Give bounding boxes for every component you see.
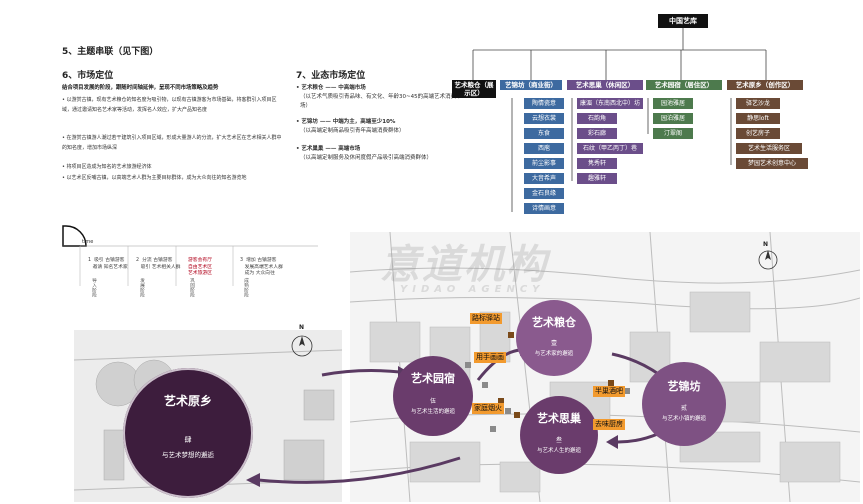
zone-liangcang: 艺术粮仓 壹 与艺术家的邂逅 <box>516 300 592 376</box>
leaf-sichao-1: 康湄（东南西北中）坊 <box>577 98 643 109</box>
timeline-label-3: 巩固阶段 <box>189 278 194 298</box>
timeline-axis <box>62 225 318 286</box>
leaf-jinfang-5: 前尘影事 <box>524 158 564 169</box>
leaf-jinfang-2: 云想衣裳 <box>524 113 564 124</box>
tree-root: 中国艺库 <box>658 14 708 28</box>
zone-yuanxiang-num: 肆 <box>184 436 192 444</box>
map-tag-4: 半巢酒吧 <box>593 386 625 397</box>
watermark: 意道机构 YIDAO AGENCY <box>320 232 548 295</box>
timeline-label-4: 成熟阶段 <box>243 278 248 298</box>
leaf-yuansu-3: 汀翠阁 <box>653 128 693 139</box>
map-tag-2: 用手画画 <box>474 352 506 363</box>
timeline-label-1: 导入阶段 <box>91 278 96 298</box>
business-point-2-desc: （以高端定制商品吸引青年高端消费群体） <box>300 128 405 134</box>
theme-heading: 5、主题串联（见下图） <box>62 47 159 57</box>
branch-jinfang: 艺锦坊（商业街） <box>500 80 562 90</box>
zone-liangcang-title: 艺术粮仓 <box>532 316 576 329</box>
zone-jinfang-title: 艺锦坊 <box>667 380 701 393</box>
zone-yuanxiang-title: 艺术原乡 <box>163 394 212 408</box>
branch-liangcang: 艺术粮仓（展示区） <box>452 80 496 98</box>
hierarchy-tree: 中国艺库 艺术粮仓（展示区） 艺锦坊（商业街） 艺术思巢（休闲区） 艺术园宿（居… <box>0 0 863 230</box>
leaf-sichao-4: 石纹（甲乙丙丁）巷 <box>577 143 643 154</box>
branch-yuanxiang: 艺术原乡（创作区） <box>727 80 803 90</box>
leaf-yuanxiang-2: 静思loft <box>736 113 780 124</box>
leaf-jinfang-7: 金石良缘 <box>524 188 564 199</box>
timeline-stage-3: 游客会有厅 自由艺术区 艺术旅游区 <box>188 258 212 276</box>
timeline-stage-1: 1 吸引 古镇游客 邀请 知名艺术家 <box>88 258 128 270</box>
map-tag-1: 路标驿站 <box>470 313 502 324</box>
zone-jinfang: 艺锦坊 贰 与艺术小镇的邂逅 <box>642 362 726 446</box>
business-point-2-title: • 艺锦坊 —— 中端为主，高端至少10% <box>296 119 396 125</box>
zone-liangcang-num: 壹 <box>550 340 557 347</box>
zone-yuanxiang-sub: 与艺术梦想的邂逅 <box>162 451 214 459</box>
map-tag-5: 去味厨房 <box>593 419 625 430</box>
market-point-4: • 以艺术区反哺古镇，以高端艺术人群为主要目标群体，成为大众向往的知名游览地 <box>62 175 247 181</box>
market-heading: 6、市场定位 <box>62 71 114 81</box>
leaf-yuanxiang-3: 创艺房子 <box>736 128 780 139</box>
business-point-2: • 艺锦坊 —— 中端为主，高端至少10% （以高端定制商品吸引青年高端消费群体… <box>296 118 466 136</box>
zone-jinfang-num: 贰 <box>680 405 687 412</box>
branch-yuansu: 艺术园宿（居住区） <box>646 80 722 90</box>
zone-yuansu-num: 伍 <box>429 398 436 405</box>
market-point-1: • 以游赏古镇，现有艺术粮仓的知名度为吸引物，以现有古镇游客为市场基础，将客群引… <box>62 97 277 113</box>
leaf-yuanxiang-4: 艺术生活服务区 <box>736 143 802 154</box>
tree-connectors <box>472 28 767 212</box>
leaf-yuanxiang-1: 驿艺沙龙 <box>736 98 780 109</box>
market-point-2: • 在游赏古镇游人潮过若干建筑引入项目区域，形成大量游人的分流，扩大艺术区在艺术… <box>62 135 282 151</box>
leaf-yuansu-2: 园泊雅居 <box>653 113 693 124</box>
map-tag-3: 家庭烟火 <box>472 403 504 414</box>
business-point-1-desc: （以艺术气质吸引青品味、有文化、年龄30~45的高端艺术消费市场） <box>300 94 462 109</box>
leaf-jinfang-3: 东食 <box>524 128 564 139</box>
market-point-3: • 将项目区造成为知名的艺术旅游经济体 <box>62 164 152 170</box>
zone-jinfang-sub: 与艺术小镇的邂逅 <box>661 416 706 422</box>
leaf-jinfang-8: 诗情画意 <box>524 203 564 214</box>
zone-sichao: 艺术思巢 叁 与艺术人生的邂逅 <box>520 396 598 474</box>
watermark-cn: 意道机构 <box>380 242 548 288</box>
leaf-sichao-3: 彩石廊 <box>577 128 617 139</box>
leaf-jinfang-4: 西庖 <box>524 143 564 154</box>
zone-yuansu-title: 艺术园宿 <box>411 372 455 385</box>
business-point-3: • 艺术巢巢 —— 高端市场 （以高端定制服务及休闲度假产品吸引高端消费群体） <box>296 145 466 163</box>
time-label: time <box>82 239 94 245</box>
leaf-sichao-6: 趣雅轩 <box>577 173 617 184</box>
zone-yuansu: 艺术园宿 伍 与艺术生活的邂逅 <box>393 356 473 436</box>
compass-n-inset: N <box>299 324 305 331</box>
zone-sichao-num: 叁 <box>555 437 562 444</box>
zone-sichao-title: 艺术思巢 <box>537 412 581 425</box>
branch-sichao: 艺术思巢（休闲区） <box>567 80 643 90</box>
watermark-en: YIDAO AGENCY <box>400 284 545 295</box>
business-point-1-title: • 艺术粮仓 —— 中高端市场 <box>296 85 366 91</box>
business-point-3-desc: （以高端定制服务及休闲度假产品吸引高端消费群体） <box>300 155 433 161</box>
zone-sichao-sub: 与艺术人生的邂逅 <box>536 448 581 454</box>
leaf-sichao-2: 石韵角 <box>577 113 617 124</box>
market-lead: 结合项目发展的阶段，跟随时间轴延伸，呈现不同市场策略及趋势 <box>62 85 219 91</box>
business-point-1: • 艺术粮仓 —— 中高端市场 （以艺术气质吸引青品味、有文化、年龄30~45的… <box>296 84 466 111</box>
compass-n-map: N <box>763 241 769 248</box>
timeline-stage-2: 2 分流 古镇游客 吸引 艺术相关人群 <box>136 258 181 270</box>
leaf-jinfang-6: 大音希声 <box>524 173 564 184</box>
leaf-sichao-5: 隽秀轩 <box>577 158 617 169</box>
timeline: time 1 吸引 古镇游客 邀请 知名艺术家 2 分流 古镇游客 吸引 艺术相… <box>58 224 358 304</box>
leaf-yuansu-1: 园池雅居 <box>653 98 693 109</box>
zone-yuanxiang: 艺术原乡 肆 与艺术梦想的邂逅 <box>123 368 253 498</box>
business-point-3-title: • 艺术巢巢 —— 高端市场 <box>296 146 361 152</box>
timeline-stage-4: 3 增加 古镇游客 发展高端艺术人群 成为 大众向往 <box>240 258 283 276</box>
zone-yuansu-sub: 与艺术生活的邂逅 <box>410 409 455 415</box>
leaf-yuanxiang-5: 梦园艺术创意中心 <box>736 158 808 169</box>
business-heading: 7、业态市场定位 <box>296 71 366 81</box>
timeline-label-2: 发展阶段 <box>139 278 144 298</box>
zone-liangcang-sub: 与艺术家的邂逅 <box>534 351 574 357</box>
leaf-jinfang-1: 陶情瓷意 <box>524 98 564 109</box>
